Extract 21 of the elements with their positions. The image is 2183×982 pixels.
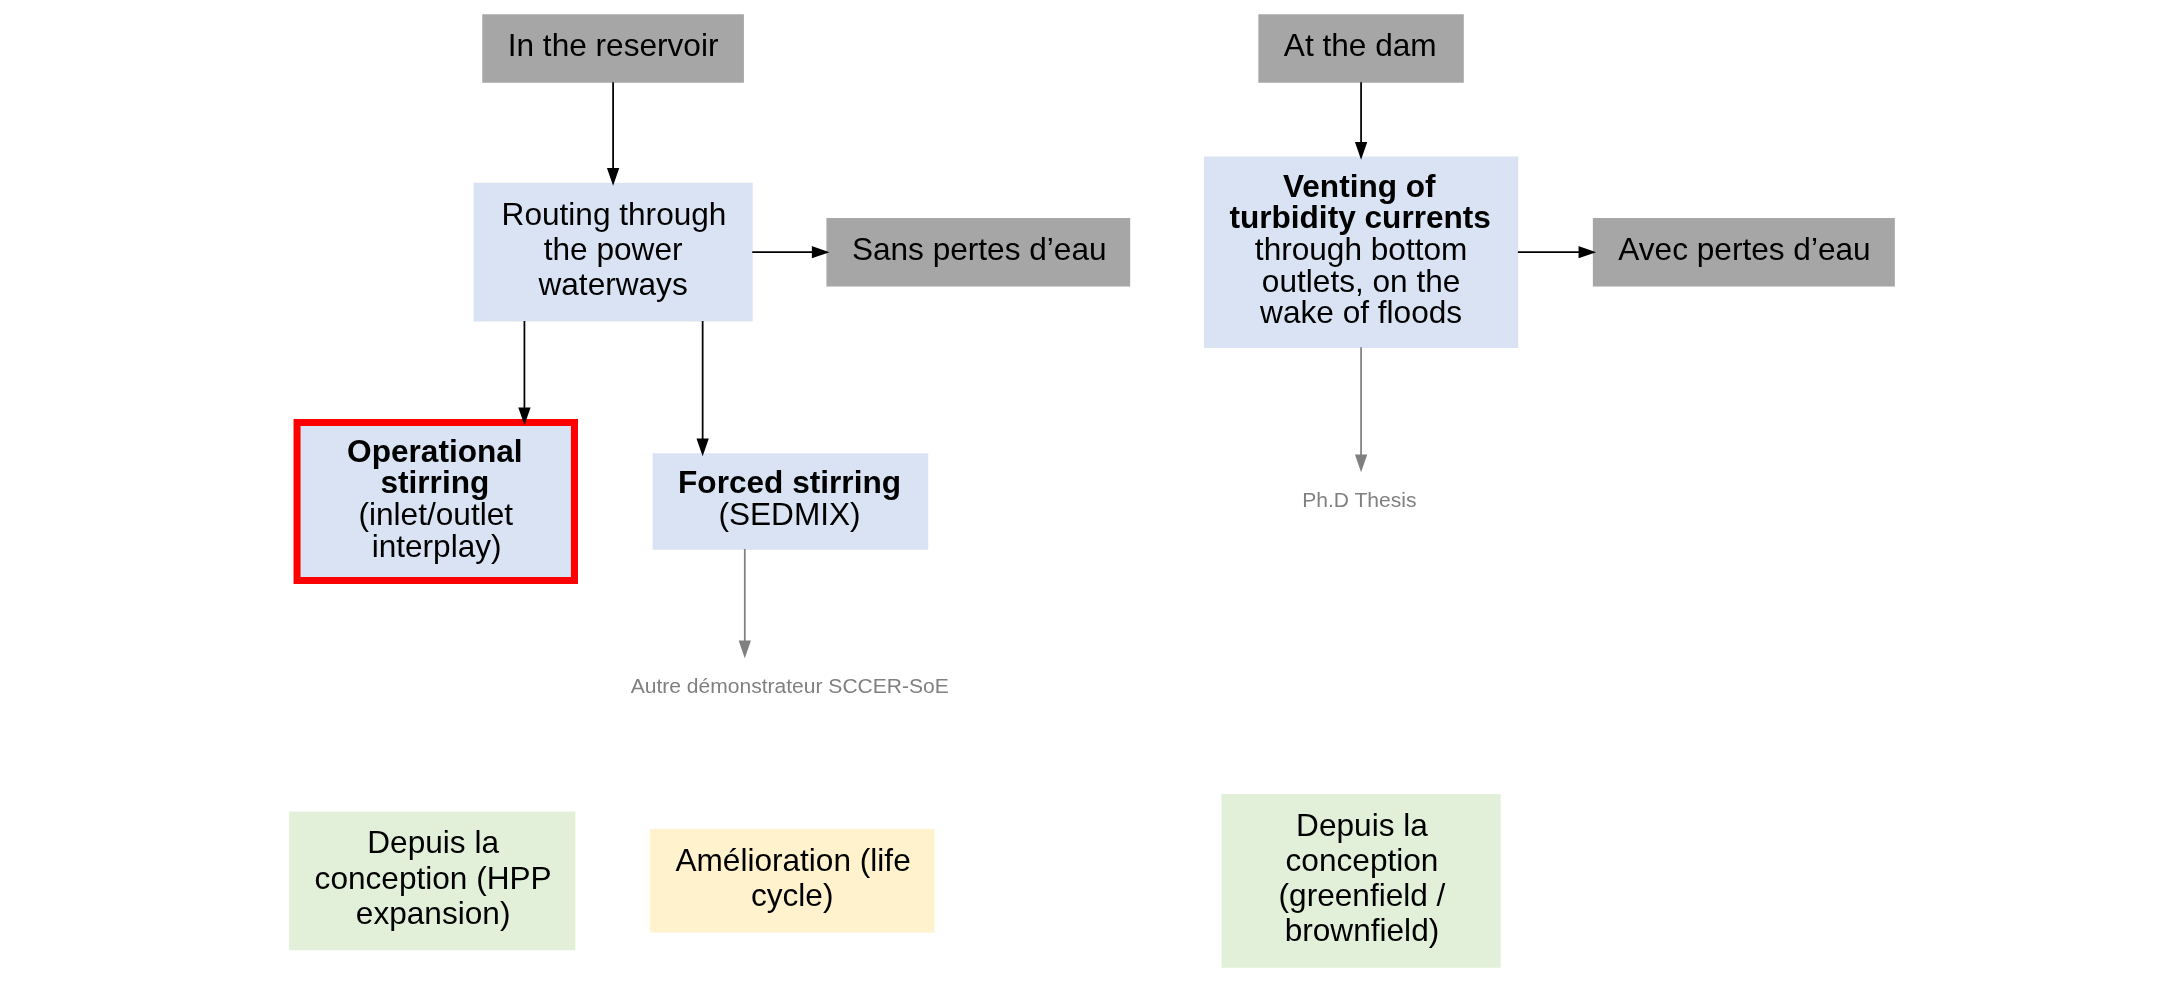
arrow [517,320,531,426]
node-box: Avec pertes d’eau [1592,217,1895,287]
node-box: In the reservoir [481,14,744,83]
arrow [1516,246,1596,259]
node-box: Forced stirring (SEDMIX) [652,453,928,550]
arrow [1354,81,1367,160]
node-box: Operational stirring (inlet/outlet interplay) [293,419,578,585]
node-box: Amélioration (life cycle) [649,829,934,933]
node-box: Sans pertes d’eau [825,217,1130,287]
node-text: Autre démonstrateur SCCER-SoE [630,674,949,698]
node-box: Depuis la conception (greenfield / brownfield) [1221,793,1501,968]
arrow [738,548,751,659]
arrow [1354,346,1367,473]
arrow [696,320,709,457]
arrow [606,81,619,186]
arrow [750,246,829,259]
node-text: Ph.D Thesis [1301,487,1417,511]
node-box: Depuis la conception (HPP expansion) [288,811,575,951]
node-box: Venting of turbidity currents through bottom outlets, on the wake of floods [1203,156,1518,348]
node-box: At the dam [1257,14,1464,83]
node-box: Routing through the power waterways [473,182,753,322]
